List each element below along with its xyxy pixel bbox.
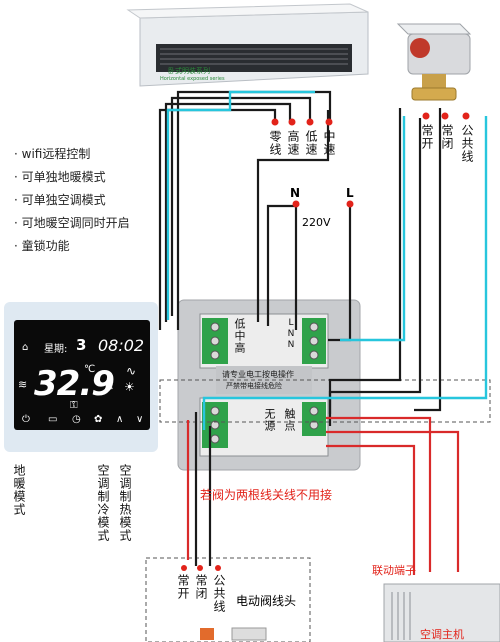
up-button-icon[interactable]: ∧ [116,414,124,425]
temperature-value: 32.9 [34,364,115,404]
red-wires [186,416,460,575]
time-value: 08:02 [98,336,145,355]
valve-wire-head [200,627,267,641]
power-l-label: L [346,186,354,200]
fan-terminal-mid: 中速 [322,130,336,156]
power-voltage: 220V [302,216,331,229]
fan-terminal-dots [271,118,333,126]
valve-head-label: 电动阀线头 [236,594,297,608]
power-n-label: N [290,186,301,200]
valve-terminal-common: 公共线 [460,124,474,163]
valve-terminal-no: 常开 [420,124,434,150]
valve-note: 若阀为两根线关线不用接 [200,488,333,502]
valve-actuator-picture [396,23,472,101]
valve-terminal-dots [422,112,470,120]
power-button-icon[interactable]: ⏻ [22,414,30,425]
temperature-unit: ℃ [84,364,96,375]
home-icon: ⌂ [22,342,29,353]
bottom-terminal-nc: 常闭 [194,574,208,600]
fan-button-icon[interactable]: ✿ [94,414,103,425]
week-value: 3 [76,336,87,354]
feature-item: · 可地暖空调同时开启 [14,216,130,230]
week-label: 星期: [44,344,68,355]
panel-warning-1: 请专业电工按电操作 [222,370,294,379]
clock-button-icon[interactable]: ◷ [72,414,81,425]
fan-terminal-low: 低速 [304,130,318,156]
thermostat-screen: ⌂ 星期: 3 08:02 ≋ 32.9 ℃ ❄ ☀ ∿ ⚿ ⏻ ▭ ◷ ✿ ∧… [14,320,150,430]
fan-terminal-neutral: 零线 [268,130,282,156]
down-button-icon[interactable]: ∨ [136,414,144,425]
feature-item: · 童锁功能 [14,239,70,253]
wind-icon: ∿ [126,364,137,378]
sun-icon: ☀ [124,380,135,394]
linkage-terminal-label: 联动端子 [372,564,416,577]
panel-warning-2: 严禁带电接线危险 [226,382,282,390]
lock-icon: ⚿ [70,400,78,411]
fan-coil-brand-text: 卧式明装系列 [168,67,210,75]
feature-item: · wifi远程控制 [14,147,91,161]
thermostat-device: ⌂ 星期: 3 08:02 ≋ 32.9 ℃ ❄ ☀ ∿ ⚿ ⏻ ▭ ◷ ✿ ∧… [4,302,158,452]
feature-item: · 可单独地暖模式 [14,170,106,184]
feature-item: · 可单独空调模式 [14,193,106,207]
thermostat-dashed-box [159,379,491,423]
panel-contact-label: 触点 [283,408,296,432]
ac-host-label: 空调主机 [420,628,464,641]
mode-ac-heating: 空调制热模式 [118,464,132,542]
menu-button-icon[interactable]: ▭ [48,414,58,425]
bottom-terminal-dots [181,565,221,571]
cyan-wires [166,90,488,430]
bottom-terminal-no: 常开 [176,574,190,600]
mode-ac-cooling: 空调制冷模式 [96,464,110,542]
panel-ln-label: LNN [286,318,296,351]
bottom-terminal-common: 公共线 [212,574,226,613]
panel-dry-label: 无源 [263,408,276,432]
ac-host-unit [383,583,500,642]
fan-coil-sub-text: Horizontal exposed series [160,76,225,82]
fan-coil-unit [126,3,369,87]
valve-terminal-nc: 常闭 [440,124,454,150]
panel-speed-label: 低中高 [233,318,246,354]
power-terminal-dots [292,200,354,208]
valve-dashed-box [145,557,311,642]
mode-floor-heating: 地暖模式 [12,464,26,516]
floor-heat-icon: ≋ [18,378,28,391]
snowflake-icon: ❄ [104,380,115,394]
fan-terminal-high: 高速 [286,130,300,156]
